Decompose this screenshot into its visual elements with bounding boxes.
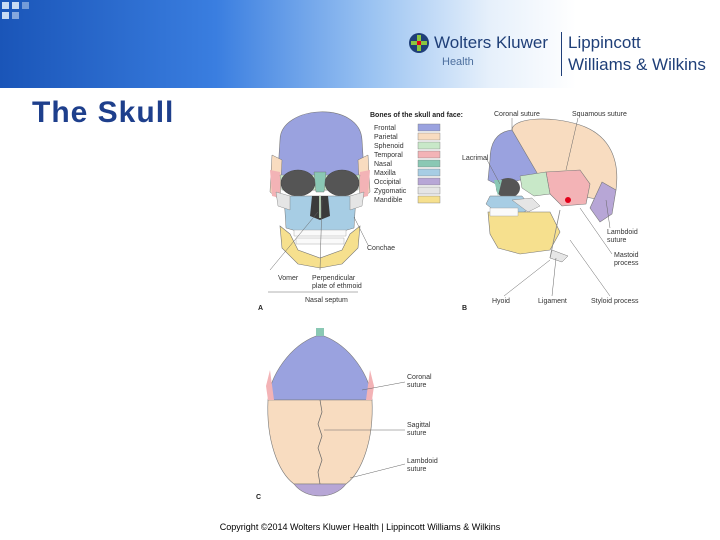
label-lacrimal: Lacrimal — [462, 155, 489, 162]
label-squamous-suture: Squamous suture — [572, 111, 627, 118]
label-ligament: Ligament — [538, 298, 567, 305]
panel-label-a: A — [258, 305, 263, 312]
label-sagittal-c: Sagittal — [407, 422, 431, 429]
legend-swatch-sphenoid — [417, 141, 441, 150]
skull-illustration: Conchae Vomer Perpendicular plate of eth… — [256, 111, 639, 501]
legend-label-frontal: Frontal — [374, 125, 396, 132]
legend-swatch-occipital — [417, 177, 441, 186]
corner-decoration — [0, 0, 30, 30]
brand-subtitle: Health — [442, 56, 474, 68]
legend-label-mandible: Mandible — [374, 197, 403, 204]
label-coronal-c: Coronal — [407, 374, 432, 381]
publisher-name-line1: Lippincott — [568, 33, 641, 52]
wolters-kluwer-mark-icon — [409, 33, 429, 53]
legend-label-zygomatic: Zygomatic — [374, 188, 407, 195]
legend-swatch-mandible — [417, 195, 441, 204]
panel-label-b: B — [462, 305, 467, 312]
logo-divider — [561, 32, 562, 76]
skull-anterior-view: Conchae Vomer Perpendicular plate of eth… — [258, 111, 395, 312]
publisher-name-line2: Williams & Wilkins — [568, 55, 706, 74]
label-mastoid-process: process — [614, 260, 639, 267]
legend-label-temporal: Temporal — [374, 152, 403, 159]
label-plate-of-ethmoid: plate of ethmoid — [312, 283, 362, 290]
legend-swatch-parietal — [417, 132, 441, 141]
label-perpendicular: Perpendicular — [312, 275, 356, 282]
label-styloid-process: Styloid process — [591, 298, 639, 305]
publisher-logo: Wolters Kluwer Health Lippincott William… — [404, 30, 716, 80]
label-sagittal-c-suture: suture — [407, 430, 427, 437]
slide-title: The Skull — [32, 96, 175, 129]
label-lambdoid-b-suture: suture — [607, 237, 627, 244]
label-lambdoid-c: Lambdoid — [407, 458, 438, 465]
label-lambdoid-b: Lambdoid — [607, 229, 638, 236]
legend-swatch-temporal — [417, 150, 441, 159]
brand-name: Wolters Kluwer — [434, 33, 548, 52]
label-conchae: Conchae — [367, 245, 395, 252]
panel-label-c: C — [256, 494, 261, 501]
label-coronal-suture-b: Coronal suture — [494, 111, 540, 118]
legend-label-sphenoid: Sphenoid — [374, 143, 404, 150]
legend-swatch-frontal — [417, 123, 441, 132]
label-vomer: Vomer — [278, 275, 299, 282]
skull-figure: Conchae Vomer Perpendicular plate of eth… — [250, 100, 650, 505]
header-banner: Wolters Kluwer Health Lippincott William… — [0, 0, 720, 88]
legend-label-maxilla: Maxilla — [374, 170, 396, 177]
label-coronal-c-suture: suture — [407, 382, 427, 389]
skull-superior-view: Coronal suture Sagittal suture Lambdoid … — [256, 328, 438, 501]
label-mastoid: Mastoid — [614, 252, 639, 259]
legend-title: Bones of the skull and face: — [370, 112, 463, 119]
label-hyoid: Hyoid — [492, 298, 510, 305]
legend-label-occipital: Occipital — [374, 179, 401, 186]
skull-lateral-view: Coronal suture Squamous suture Lacrimal … — [462, 111, 639, 312]
legend-label-parietal: Parietal — [374, 134, 398, 141]
bones-legend: Bones of the skull and face: FrontalPari… — [370, 112, 463, 204]
label-lambdoid-c-suture: suture — [407, 466, 427, 473]
legend-swatch-maxilla — [417, 168, 441, 177]
legend-label-nasal: Nasal — [374, 161, 392, 168]
legend-swatch-zygomatic — [417, 186, 441, 195]
label-nasal-septum: Nasal septum — [305, 297, 348, 304]
copyright-footer: Copyright ©2014 Wolters Kluwer Health | … — [219, 522, 501, 532]
legend-swatch-nasal — [417, 159, 441, 168]
